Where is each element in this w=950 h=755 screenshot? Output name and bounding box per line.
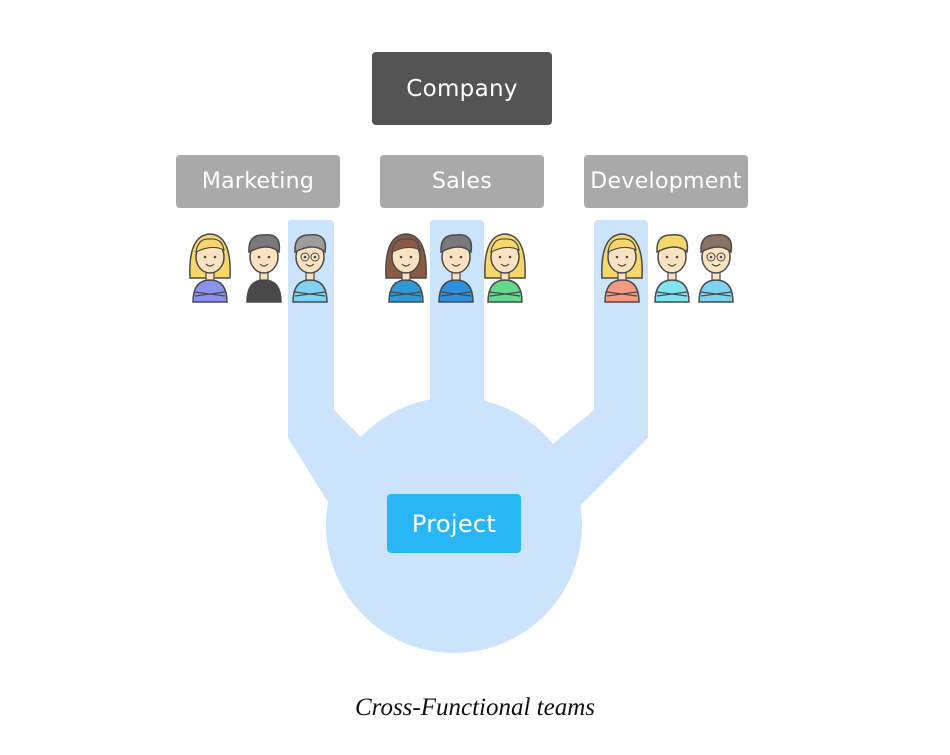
person-icon <box>189 233 231 303</box>
department-sales-box: Sales <box>380 155 544 208</box>
person-icon <box>246 234 282 303</box>
person-icon <box>698 234 734 303</box>
person-icon <box>385 233 427 303</box>
person-icon <box>292 234 328 303</box>
person-icon <box>484 233 526 303</box>
team-members <box>189 233 734 303</box>
diagram-caption: Cross-Functional teams <box>354 694 596 721</box>
department-development-box: Development <box>584 155 748 208</box>
project-box: Project <box>387 494 521 553</box>
person-icon <box>438 234 474 303</box>
department-marketing-box: Marketing <box>176 155 340 208</box>
company-box: Company <box>372 52 552 125</box>
connector-sales <box>430 220 484 420</box>
person-icon <box>601 233 643 303</box>
person-icon <box>654 234 690 303</box>
